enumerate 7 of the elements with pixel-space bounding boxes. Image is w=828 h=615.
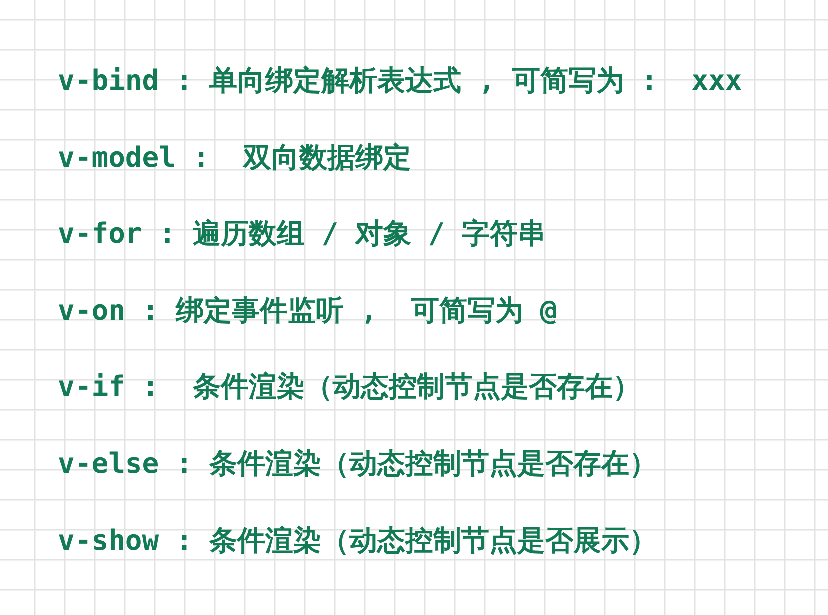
directive-line: v-else : 条件渲染（动态控制节点是否存在） bbox=[58, 447, 658, 481]
directive-line: v-on : 绑定事件监听 , 可简写为 @ bbox=[58, 294, 558, 328]
directive-line: v-show : 条件渲染（动态控制节点是否展示） bbox=[58, 524, 658, 558]
directive-line: v-model : 双向数据绑定 bbox=[58, 140, 412, 175]
directive-line: v-for : 遍历数组 / 对象 / 字符串 bbox=[58, 217, 546, 252]
directive-line: v-bind : 单向绑定解析表达式 , 可简写为 : xxx bbox=[58, 64, 742, 98]
directive-line: v-if : 条件渲染（动态控制节点是否存在） bbox=[58, 370, 641, 404]
